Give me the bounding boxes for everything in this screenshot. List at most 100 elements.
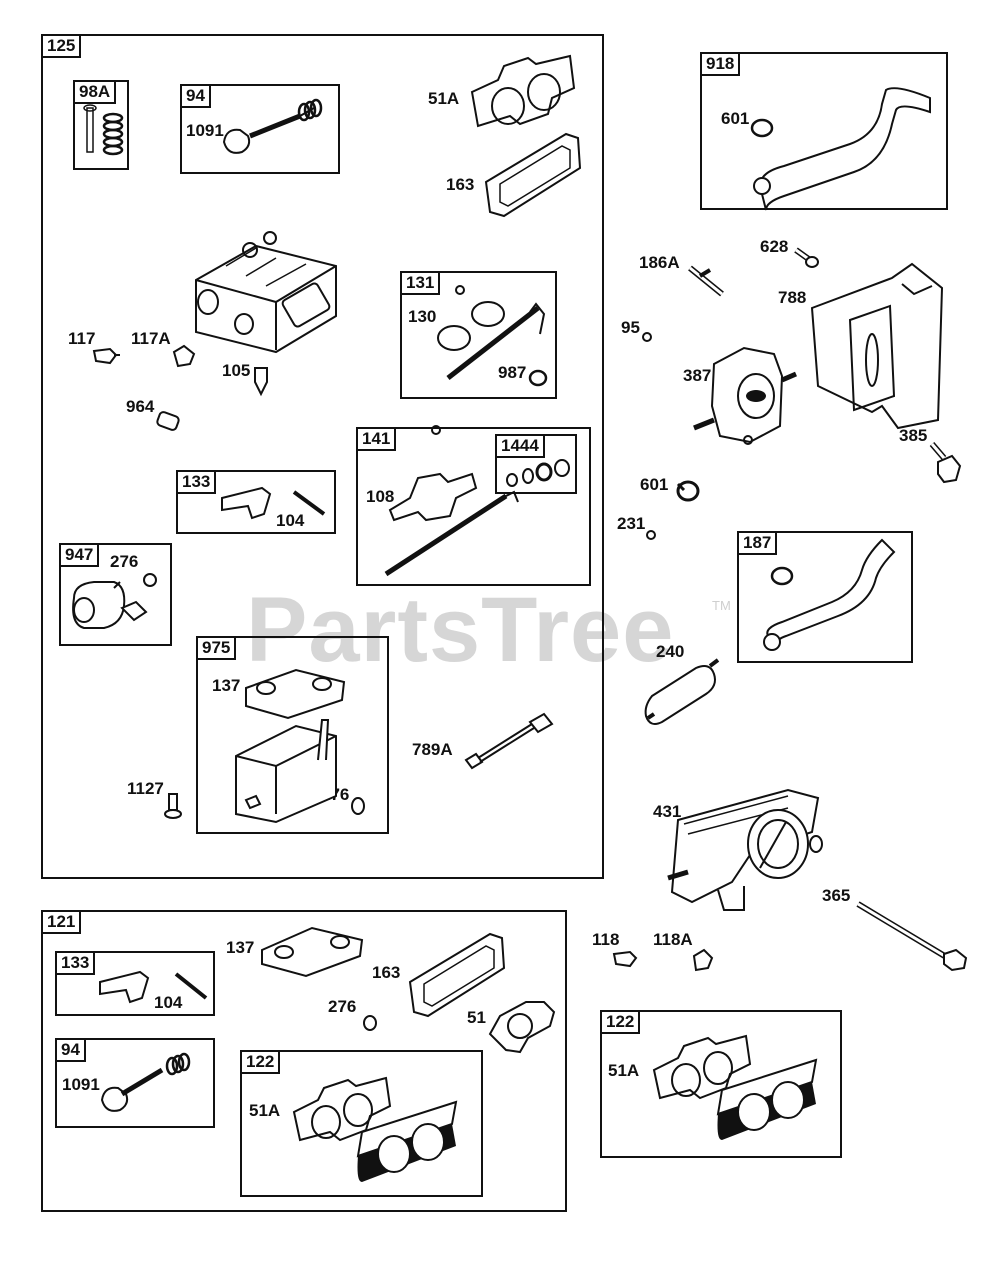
kit-tag-122-right[interactable]: 122 (600, 1010, 641, 1034)
kit-tag-98a[interactable]: 98A (73, 80, 117, 104)
pin-spring-part (83, 104, 124, 156)
part-label-276-947[interactable]: 276 (110, 552, 139, 571)
part-label-163-top[interactable]: 163 (446, 175, 475, 194)
part-label-1091-top[interactable]: 1091 (186, 121, 224, 140)
screw-95-part (642, 332, 652, 342)
mixture-screw-part (222, 98, 323, 154)
part-label-387[interactable]: 387 (683, 366, 712, 385)
part-label-117[interactable]: 117 (68, 329, 96, 348)
adapter-gasket-122-right-part (652, 1034, 818, 1140)
bolt-385-part (929, 442, 962, 484)
part-label-51a-mid[interactable]: 51A (249, 1101, 281, 1120)
kit-box-141: 141 (356, 427, 591, 586)
part-label-51a-top[interactable]: 51A (428, 89, 460, 108)
kit-tag-122-bottom[interactable]: 122 (240, 1050, 281, 1074)
kit-tag-918[interactable]: 918 (700, 52, 741, 76)
part-label-1091-bottom[interactable]: 1091 (62, 1075, 100, 1094)
part-label-104-bottom[interactable]: 104 (154, 993, 183, 1012)
part-label-365[interactable]: 365 (822, 886, 851, 905)
part-label-240[interactable]: 240 (656, 642, 685, 661)
part-label-385[interactable]: 385 (899, 426, 928, 445)
clamp-601-part (676, 480, 700, 502)
kit-tag-133-bottom[interactable]: 133 (55, 951, 96, 975)
kit-box-94-bottom: 94 (55, 1038, 215, 1128)
choke-lever-part (221, 486, 326, 520)
needle-valve-105-part (254, 367, 268, 397)
part-label-130[interactable]: 130 (408, 307, 437, 326)
kit-tag-141[interactable]: 141 (356, 427, 397, 451)
bracket-788-part (810, 262, 944, 430)
kit-box-187: 187 (737, 531, 913, 663)
kit-box-122-bottom: 122 (240, 1050, 483, 1197)
kit-tag-133-top[interactable]: 133 (176, 470, 217, 494)
kit-box-1444: 1444 (495, 434, 577, 494)
gasket-137-bottom-part (261, 926, 364, 978)
fitting-117a-part (172, 344, 196, 368)
screw-1127-part (164, 793, 182, 819)
part-label-137-975[interactable]: 137 (212, 676, 241, 695)
kit-tag-187[interactable]: 187 (737, 531, 778, 555)
bolt-628-part (794, 247, 819, 268)
fuel-hose-918-part (750, 87, 931, 211)
part-label-163-121[interactable]: 163 (372, 963, 401, 982)
gasket-163-bottom-part (408, 932, 506, 1018)
part-label-987[interactable]: 987 (498, 363, 527, 382)
part-label-431[interactable]: 431 (653, 802, 682, 821)
part-label-118a[interactable]: 118A (653, 930, 693, 949)
kit-box-133-top: 133 (176, 470, 336, 534)
part-label-108[interactable]: 108 (366, 487, 395, 506)
part-label-231[interactable]: 231 (617, 514, 646, 533)
kit-tag-125[interactable]: 125 (41, 34, 82, 58)
kit-box-122-right: 122 (600, 1010, 842, 1158)
kit-box-94-top: 94 (180, 84, 340, 174)
mixture-screw-bottom-part (100, 1052, 191, 1112)
carburetor-body-part (195, 231, 337, 354)
kit-tag-975[interactable]: 975 (196, 636, 237, 660)
cap-964-part (156, 411, 180, 431)
kit-box-131: 131 (400, 271, 557, 399)
part-label-964[interactable]: 964 (126, 397, 155, 416)
part-label-117a[interactable]: 117A (131, 329, 171, 348)
part-label-1127[interactable]: 1127 (127, 779, 164, 798)
throttle-body-431-part (667, 788, 823, 911)
fuel-pump-387-part (693, 346, 797, 445)
adapter-gasket-122-bottom-part (292, 1076, 458, 1182)
kit-tag-94-top[interactable]: 94 (180, 84, 211, 108)
throttle-shaft-part (437, 285, 548, 387)
gasket-163-part (484, 132, 582, 218)
part-label-628[interactable]: 628 (760, 237, 789, 256)
part-label-104-top[interactable]: 104 (276, 511, 305, 530)
kit-box-133-bottom: 133 (55, 951, 215, 1016)
float-bowl-975-part (235, 668, 365, 824)
part-label-51a-right[interactable]: 51A (608, 1061, 640, 1080)
screw-231-part (646, 530, 656, 540)
solenoid-947-part (72, 573, 157, 629)
bolt-365-part (856, 901, 968, 972)
part-label-51[interactable]: 51 (467, 1008, 486, 1027)
fitting-117-part (92, 347, 120, 365)
kit-tag-121[interactable]: 121 (41, 910, 82, 934)
watermark-trademark: TM (712, 598, 731, 613)
kit-box-947: 947 (59, 543, 172, 646)
fitting-118-part (612, 950, 638, 968)
kit-tag-131[interactable]: 131 (400, 271, 441, 295)
part-label-601-918[interactable]: 601 (721, 109, 750, 128)
part-label-789a[interactable]: 789A (412, 740, 453, 759)
part-label-186a[interactable]: 186A (639, 253, 680, 272)
part-label-276-121[interactable]: 276 (328, 997, 357, 1016)
part-label-137-121[interactable]: 137 (226, 938, 255, 957)
part-label-601[interactable]: 601 (640, 475, 669, 494)
seal-kit-1444-part (506, 459, 570, 487)
kit-box-121: 121 (41, 910, 567, 1212)
choke-lever-bottom-part (99, 970, 208, 1004)
part-label-105[interactable]: 105 (222, 361, 251, 380)
kit-tag-947[interactable]: 947 (59, 543, 100, 567)
part-label-788[interactable]: 788 (778, 288, 807, 307)
kit-tag-1444[interactable]: 1444 (495, 434, 545, 458)
fuel-hose-187-part (763, 538, 896, 651)
gasket-51a-part (470, 54, 576, 128)
part-label-118[interactable]: 118 (592, 930, 620, 949)
part-label-95[interactable]: 95 (621, 318, 640, 337)
kit-box-918: 918 (700, 52, 948, 210)
kit-tag-94-bottom[interactable]: 94 (55, 1038, 86, 1062)
